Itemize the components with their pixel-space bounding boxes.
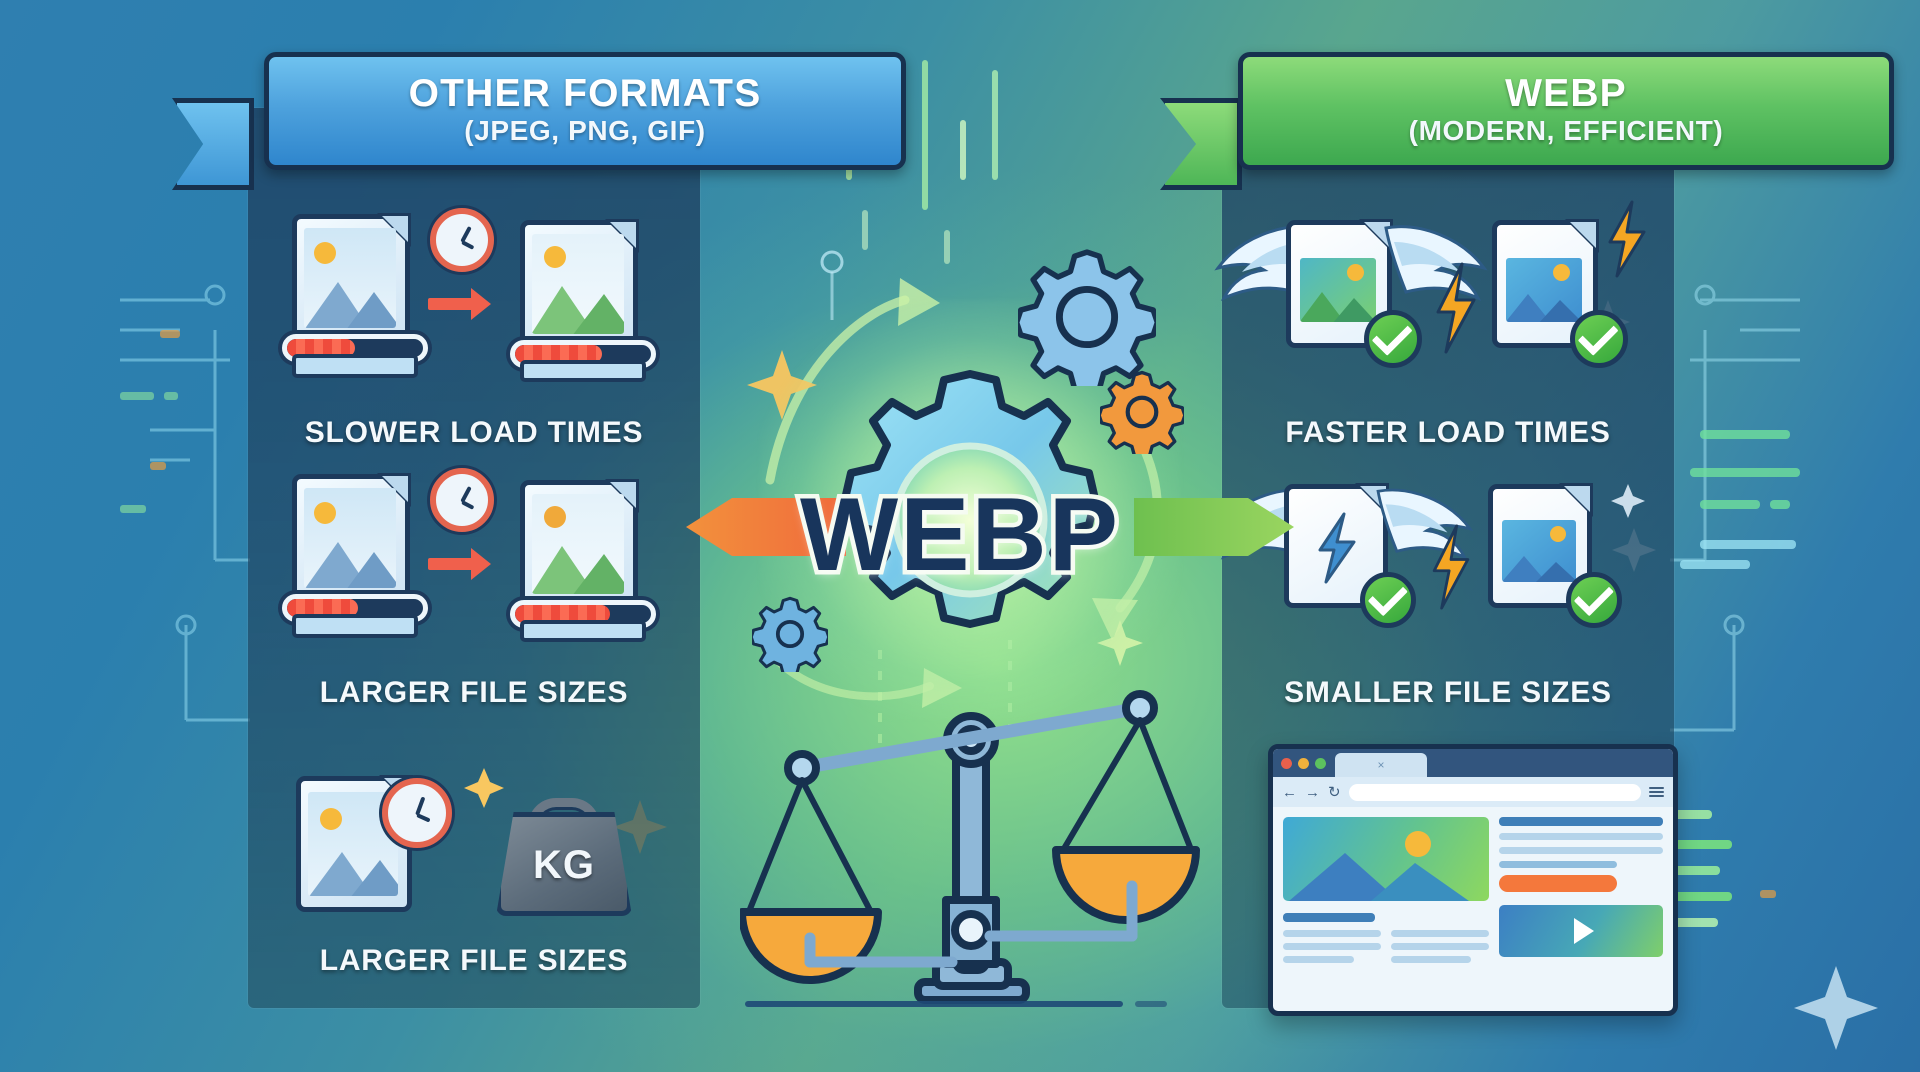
left-row-label: LARGER FILE SIZES — [319, 676, 629, 709]
left-row-label: LARGER FILE SIZES — [319, 944, 629, 977]
left-row-label: SLOWER LOAD TIMES — [304, 416, 644, 449]
sparkle-icon — [1611, 484, 1645, 518]
ribbon-tail-left — [172, 98, 254, 190]
conversion-arrow-icon — [428, 288, 491, 320]
image-thumbnail — [304, 228, 396, 328]
image-thumbnail — [1502, 520, 1576, 582]
file-weight-illustration: KG — [248, 768, 700, 938]
reload-icon[interactable]: ↻ — [1328, 783, 1341, 801]
text-line — [1283, 930, 1381, 937]
webp-wordmark: WEBP — [796, 473, 1123, 598]
image-file-icon — [292, 473, 411, 606]
right-row-label: FASTER LOAD TIMES — [1285, 416, 1611, 449]
ribbon-tail-right — [1160, 98, 1242, 190]
close-icon[interactable]: × — [1377, 758, 1385, 772]
browser-titlebar: × — [1273, 749, 1673, 777]
sparkle-icon — [464, 768, 504, 808]
browser-page-content — [1273, 807, 1673, 973]
text-line — [1499, 861, 1618, 868]
lightning-bolt-icon — [1428, 524, 1474, 615]
right-row-label: SMALLER FILE SIZES — [1284, 676, 1612, 709]
image-file-icon — [292, 213, 411, 346]
image-file-icon — [520, 219, 639, 352]
minimize-dot-icon[interactable] — [1298, 757, 1309, 769]
text-line — [1391, 930, 1489, 937]
image-thumbnail — [1506, 258, 1582, 322]
blue-gear-icon — [1018, 249, 1156, 386]
check-icon — [1364, 310, 1422, 368]
back-icon[interactable]: ← — [1282, 783, 1297, 801]
check-icon — [1570, 310, 1628, 368]
url-input[interactable] — [1348, 783, 1641, 801]
left-row-slower-load: SLOWER LOAD TIMES — [248, 206, 700, 450]
text-line — [1499, 833, 1663, 840]
file-shadow-plate — [520, 620, 646, 642]
image-thumbnail — [1300, 258, 1376, 322]
text-line — [1499, 847, 1663, 854]
check-icon — [1566, 572, 1622, 628]
orange-gear-icon — [1100, 370, 1184, 454]
browser-window-mock[interactable]: × ← → ↻ — [1268, 744, 1678, 1016]
conversion-arrow-icon — [428, 548, 491, 580]
image-thumbnail — [304, 488, 396, 588]
image-thumbnail — [532, 234, 624, 334]
clock-icon — [430, 468, 494, 532]
maximize-dot-icon[interactable] — [1315, 757, 1326, 769]
right-banner-title: WEBP — [1505, 72, 1627, 116]
faster-load-illustration — [1214, 200, 1674, 404]
right-row-faster-load: FASTER LOAD TIMES — [1214, 200, 1674, 450]
slower-load-illustration — [248, 206, 700, 404]
larger-files-illustration — [248, 466, 700, 664]
file-shadow-plate — [520, 360, 646, 382]
image-file-icon — [520, 479, 639, 612]
ribbon-plate-right: WEBP (MODERN, EFFICIENT) — [1238, 52, 1894, 170]
left-row-larger-files-2: KG LARGER FILE SIZES — [248, 768, 700, 978]
webp-banner: WEBP (MODERN, EFFICIENT) — [1160, 52, 1894, 190]
lightning-bolt-icon — [1318, 512, 1356, 584]
lightning-bolt-icon — [1604, 200, 1648, 283]
clock-icon — [382, 778, 452, 848]
lightning-bolt-icon — [1432, 262, 1480, 359]
other-formats-banner: OTHER FORMATS (JPEG, PNG, GIF) — [172, 52, 906, 190]
kg-weight-label: KG — [533, 843, 595, 888]
text-line — [1283, 943, 1381, 950]
main-gear-icon — [841, 370, 1099, 628]
close-dot-icon[interactable] — [1281, 757, 1292, 769]
image-file-icon — [1286, 219, 1393, 348]
wing-icon — [1372, 480, 1476, 570]
hamburger-menu-icon[interactable] — [1649, 787, 1664, 797]
browser-toolbar: ← → ↻ — [1273, 777, 1673, 807]
file-shadow-plate — [292, 354, 418, 378]
text-line — [1499, 817, 1663, 826]
video-thumbnail[interactable] — [1499, 905, 1663, 957]
left-banner-title: OTHER FORMATS — [408, 72, 762, 116]
image-file-icon — [1488, 483, 1593, 608]
browser-tab[interactable]: × — [1335, 753, 1427, 777]
small-blue-gear-icon — [752, 596, 828, 672]
image-thumbnail — [532, 494, 624, 594]
forward-icon[interactable]: → — [1305, 783, 1320, 801]
balance-scale-icon — [740, 690, 1200, 1007]
text-line — [1391, 943, 1489, 950]
kg-weight-icon: KG — [496, 798, 632, 916]
left-banner-subtitle: (JPEG, PNG, GIF) — [464, 114, 706, 146]
text-line — [1283, 956, 1354, 963]
left-row-larger-files-1: LARGER FILE SIZES — [248, 466, 700, 710]
clock-icon — [430, 208, 494, 272]
check-icon — [1360, 572, 1416, 628]
cta-button[interactable] — [1499, 875, 1618, 892]
text-line — [1391, 956, 1472, 963]
play-icon[interactable] — [1573, 918, 1594, 944]
right-banner-subtitle: (MODERN, EFFICIENT) — [1408, 114, 1724, 146]
hero-image — [1283, 817, 1489, 901]
file-shadow-plate — [292, 614, 418, 638]
text-line — [1283, 913, 1375, 922]
ribbon-plate-left: OTHER FORMATS (JPEG, PNG, GIF) — [264, 52, 906, 170]
